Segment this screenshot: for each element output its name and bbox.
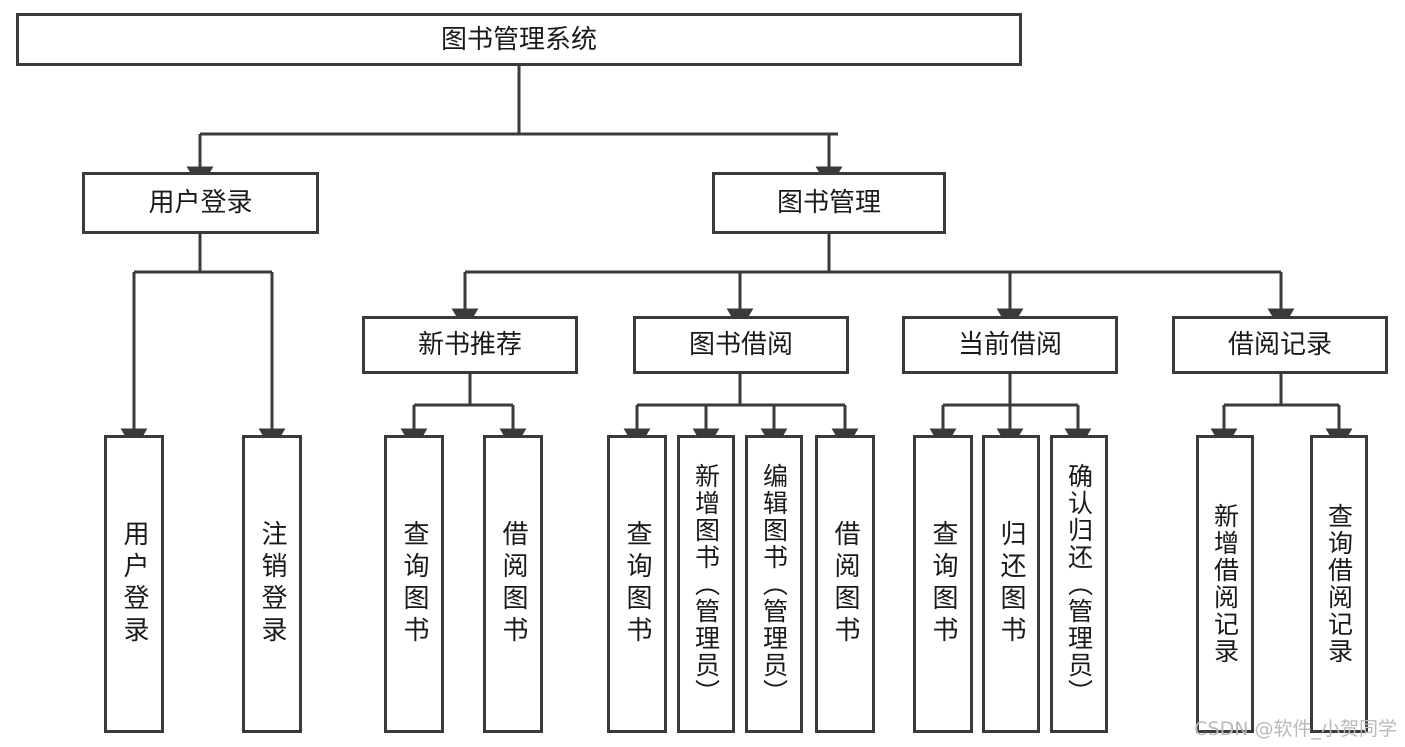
node-leaf-confirm-return-admin[interactable]: 确认归还（管理员） xyxy=(1050,435,1108,733)
node-label: 图书管理系统 xyxy=(440,24,597,55)
node-label: 注销登录 xyxy=(257,520,287,648)
node-label: 编辑图书（管理员） xyxy=(759,462,789,706)
node-label: 图书借阅 xyxy=(688,330,793,360)
node-label: 查询图书 xyxy=(928,520,958,648)
node-new-book-recommend[interactable]: 新书推荐 xyxy=(362,316,578,374)
node-book-borrow[interactable]: 图书借阅 xyxy=(633,316,849,374)
node-leaf-query-book-recommend[interactable]: 查询图书 xyxy=(384,435,444,733)
node-root-system[interactable]: 图书管理系统 xyxy=(16,13,1022,66)
node-leaf-borrow-book[interactable]: 借阅图书 xyxy=(815,435,875,733)
node-label: 新增借阅记录 xyxy=(1210,503,1240,665)
node-label: 归还图书 xyxy=(996,520,1026,648)
node-label: 新书推荐 xyxy=(417,330,522,360)
node-label: 查询图书 xyxy=(622,520,652,648)
node-label: 新增图书（管理员） xyxy=(691,462,721,706)
node-label: 借阅记录 xyxy=(1227,330,1332,360)
node-leaf-borrow-book-recommend[interactable]: 借阅图书 xyxy=(483,435,543,733)
node-borrow-record[interactable]: 借阅记录 xyxy=(1172,316,1388,374)
node-leaf-user-logout[interactable]: 注销登录 xyxy=(242,435,302,733)
node-leaf-add-borrow-record[interactable]: 新增借阅记录 xyxy=(1196,435,1254,733)
node-leaf-add-book-admin[interactable]: 新增图书（管理员） xyxy=(677,435,735,733)
node-current-borrow[interactable]: 当前借阅 xyxy=(902,316,1118,374)
node-user-login[interactable]: 用户登录 xyxy=(82,172,319,234)
node-label: 用户登录 xyxy=(148,188,253,218)
node-label: 查询借阅记录 xyxy=(1324,503,1354,665)
node-label: 当前借阅 xyxy=(957,330,1062,360)
node-leaf-query-book-current[interactable]: 查询图书 xyxy=(913,435,973,733)
node-leaf-return-book[interactable]: 归还图书 xyxy=(982,435,1040,733)
node-leaf-query-borrow-record[interactable]: 查询借阅记录 xyxy=(1310,435,1368,733)
node-label: 用户登录 xyxy=(119,520,149,648)
node-leaf-edit-book-admin[interactable]: 编辑图书（管理员） xyxy=(745,435,803,733)
node-label: 借阅图书 xyxy=(830,520,860,648)
node-book-manage[interactable]: 图书管理 xyxy=(712,172,946,234)
node-leaf-query-book-borrow[interactable]: 查询图书 xyxy=(607,435,667,733)
node-label: 查询图书 xyxy=(399,520,429,648)
node-label: 借阅图书 xyxy=(498,520,528,648)
node-label: 图书管理 xyxy=(776,188,881,218)
node-leaf-user-login[interactable]: 用户登录 xyxy=(104,435,164,733)
node-label: 确认归还（管理员） xyxy=(1064,462,1094,706)
